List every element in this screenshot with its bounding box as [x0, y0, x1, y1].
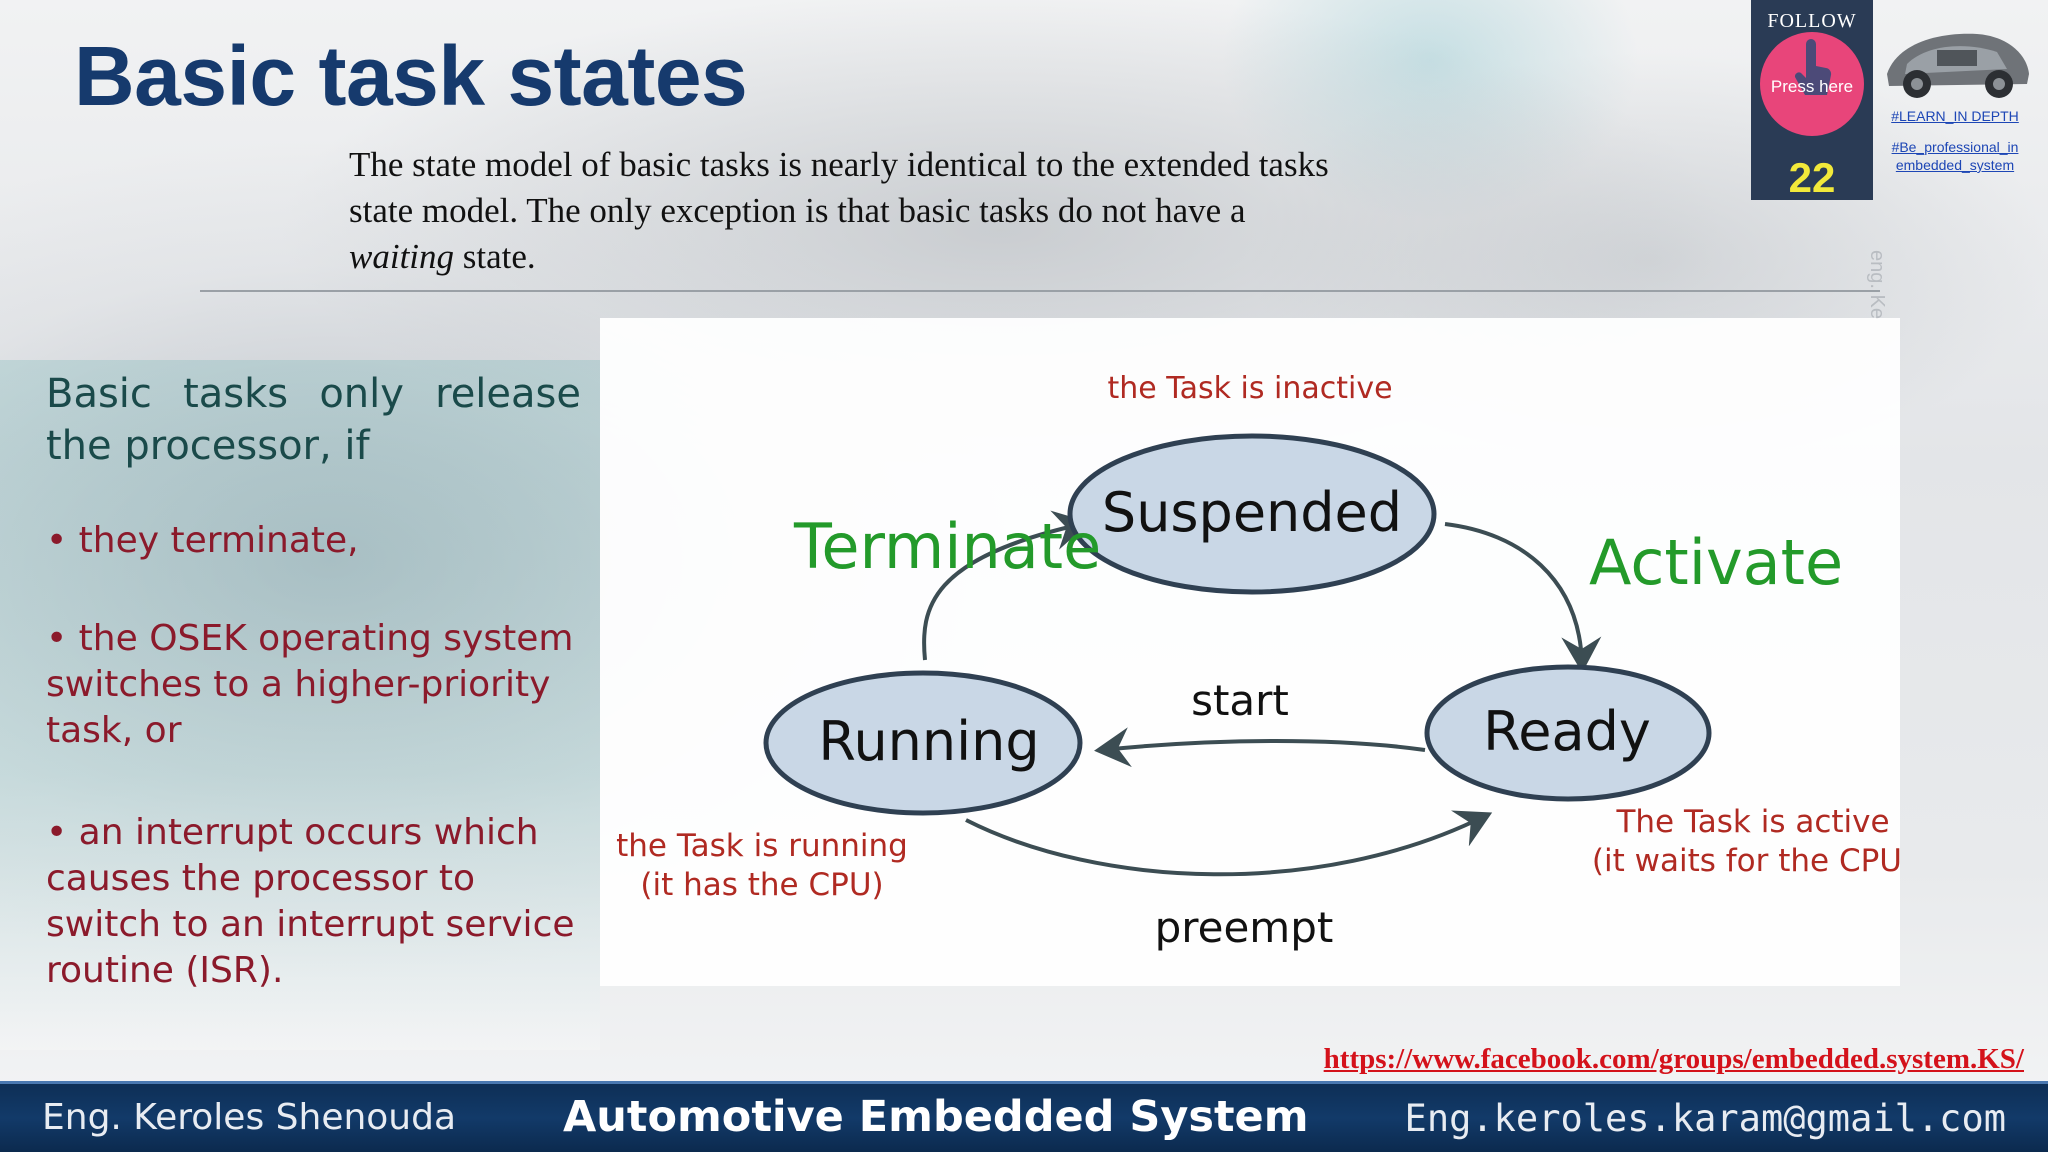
facebook-group-link[interactable]: https://www.facebook.com/groups/embedded… — [1323, 1043, 2024, 1075]
hashtag-learn-in-depth[interactable]: #LEARN_IN DEPTH — [1891, 108, 2019, 124]
note-active-line2: (it waits for the CPU) — [1592, 843, 1900, 879]
note-running-line2: (it has the CPU) — [640, 867, 883, 903]
footer-email: Eng.keroles.karam@gmail.com — [1404, 1097, 2006, 1140]
state-running: Running — [763, 670, 1083, 816]
intro-text-part2: state. — [454, 237, 536, 276]
car-engine-thumbnail — [1887, 33, 2029, 98]
hashtag-be-professional[interactable]: #Be_professional_in embedded_system — [1891, 139, 2019, 173]
note-running-line1: the Task is running — [616, 828, 908, 864]
state-ready-label: Ready — [1483, 700, 1651, 763]
watermark-text: eng. Ke — [1866, 250, 1888, 319]
state-running-label: Running — [818, 710, 1039, 773]
intro-text-part1: The state model of basic tasks is nearly… — [349, 145, 1329, 230]
state-suspended: Suspended — [1067, 433, 1437, 595]
bullet-interrupt: • an interrupt occurs which causes the p… — [46, 812, 575, 991]
press-here-button[interactable]: Press here — [1760, 32, 1864, 136]
intro-emphasis: waiting — [349, 237, 455, 276]
note-inactive: the Task is inactive — [1107, 371, 1392, 406]
bullet-terminate: • they terminate, — [46, 520, 359, 561]
intro-paragraph: The state model of basic tasks is nearly… — [349, 142, 1359, 280]
divider-line — [200, 290, 1880, 292]
footer-course-title: Automotive Embedded System — [563, 1092, 1309, 1142]
lead-text: Basic tasks only release the processor, … — [46, 371, 581, 469]
start-arrow — [1094, 727, 1426, 768]
state-diagram: Suspended Running Ready Terminate Activa… — [600, 318, 1900, 986]
preempt-arrow — [965, 810, 1493, 877]
bullet-higher-priority: • the OSEK operating system switches to … — [46, 618, 574, 751]
pointing-hand-icon — [1794, 39, 1832, 95]
activate-arrow — [1444, 522, 1602, 673]
footer-author: Eng. Keroles Shenouda — [42, 1097, 457, 1138]
transition-activate-label: Activate — [1589, 526, 1843, 599]
footer-bar: Eng. Keroles Shenouda Automotive Embedde… — [0, 1081, 2048, 1152]
terminate-arrow — [922, 510, 1090, 661]
follow-us-badge[interactable]: FOLLOW US Press here 22 — [1751, 0, 1873, 201]
state-suspended-label: Suspended — [1102, 481, 1402, 544]
transition-preempt-label: preempt — [1155, 903, 1334, 952]
note-active-line1: The Task is active — [1615, 804, 1889, 840]
follow-count: 22 — [1788, 154, 1836, 201]
press-here-label: Press here — [1770, 77, 1854, 96]
transition-terminate-label: Terminate — [793, 510, 1101, 583]
background-overlay — [0, 360, 600, 1050]
slide-title: Basic task states — [74, 29, 748, 123]
transition-start-label: start — [1191, 676, 1289, 725]
state-diagram-svg: Suspended Running Ready Terminate Activa… — [616, 371, 1900, 952]
state-ready: Ready — [1424, 664, 1712, 802]
